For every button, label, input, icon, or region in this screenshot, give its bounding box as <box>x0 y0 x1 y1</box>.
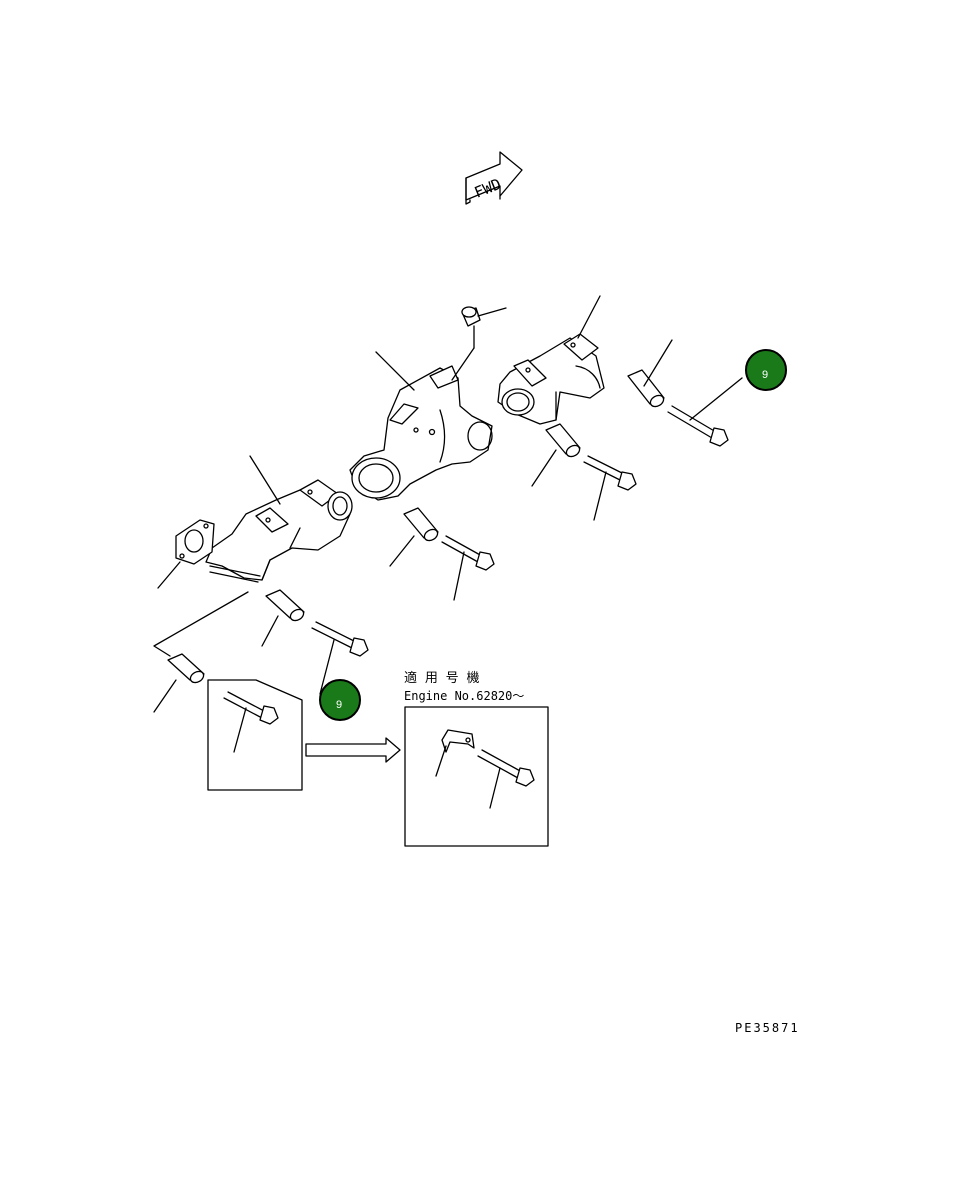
front-manifold <box>205 455 353 581</box>
callout-badge-lower[interactable]: 9 <box>319 679 361 721</box>
center-manifold <box>349 351 493 501</box>
engine-number: Engine No.62820～ <box>404 689 524 703</box>
callout-badge-upper-label: 9 <box>762 369 768 381</box>
fwd-arrow-sign: FWD <box>465 151 523 205</box>
gasket <box>157 519 215 589</box>
bolts <box>311 377 743 695</box>
bracket-link <box>153 565 261 657</box>
callout-badge-upper[interactable]: 9 <box>745 349 787 391</box>
callout-badge-lower-label: 9 <box>336 699 342 711</box>
spacers <box>153 339 673 713</box>
inset-new-parts <box>404 706 549 847</box>
inset-old-bolt <box>207 679 303 791</box>
transition-arrow <box>305 737 401 763</box>
sensor-plug <box>451 306 507 381</box>
drawing-code: PE35871 <box>735 1021 800 1035</box>
rear-manifold <box>497 295 605 425</box>
applicable-title: 適 用 号 機 <box>404 670 479 686</box>
